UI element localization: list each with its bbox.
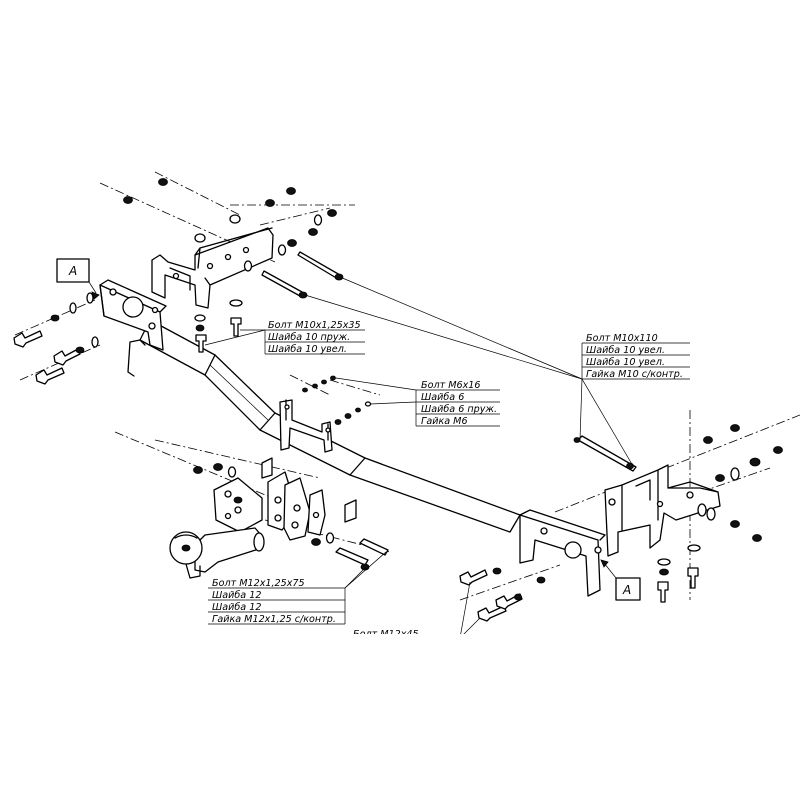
left-mounting-bracket: [151, 227, 274, 309]
nut-icon: [158, 178, 168, 186]
callout-line: Шайба 10 пруж.: [268, 331, 350, 343]
callout-line: Шайба 6 пруж.: [421, 403, 497, 415]
right-end-plate: [519, 509, 606, 597]
tow-ball-hitch: [169, 477, 265, 579]
marker-left-label: A: [68, 264, 77, 278]
right-mounting-bracket: [604, 464, 721, 557]
view-marker-right: A: [600, 559, 641, 601]
marker-right-label: A: [622, 583, 631, 597]
callout-bracket-left-hardware: Болт M10x1,25x35 Шайба 10 пруж. Шайба 10…: [268, 320, 361, 355]
callout-line: Болт M10x1,25x35: [268, 320, 361, 331]
callout-line: Шайба 10 увел.: [586, 356, 665, 368]
callout-line: Гайка M6: [421, 416, 468, 427]
axis-lines: [14, 171, 800, 601]
blank-lower-area: [0, 634, 800, 800]
callout-line: Болт M10x110: [586, 333, 658, 344]
callout-line: Гайка M12x1,25 с/контр.: [212, 614, 336, 625]
callout-frame-bolts: Болт M10x110 Шайба 10 увел. Шайба 10 уве…: [586, 333, 683, 380]
callout-line: Болт M6x16: [421, 380, 481, 391]
fasteners-right: [459, 424, 783, 622]
callout-tow-ball: Болт M12x1,25x75 Шайба 12 Шайба 12 Гайка…: [212, 578, 336, 625]
callout-line: Шайба 10 увел.: [268, 343, 347, 355]
left-end-plate: [99, 279, 167, 351]
callout-line: Шайба 12: [212, 589, 261, 601]
callout-line: Гайка M10 с/контр.: [586, 369, 683, 380]
fasteners-tow-ball: [193, 463, 389, 571]
socket-mounting-plate: [279, 399, 333, 453]
callout-line: Шайба 6: [421, 391, 464, 403]
view-marker-left: A: [56, 258, 100, 300]
leader-lines: [204, 276, 690, 639]
fasteners-socket: [302, 375, 372, 425]
tow-ball-side-plates: [267, 471, 326, 541]
callout-line: Шайба 12: [212, 601, 261, 613]
callout-socket-plate: Болт M6x16 Шайба 6 Шайба 6 пруж. Гайка M…: [421, 380, 497, 427]
callout-line: Болт M12x1,25x75: [212, 578, 305, 589]
fasteners-left: [13, 178, 344, 385]
beam-tabs: [261, 457, 357, 523]
callout-line: Шайба 10 увел.: [586, 344, 665, 356]
